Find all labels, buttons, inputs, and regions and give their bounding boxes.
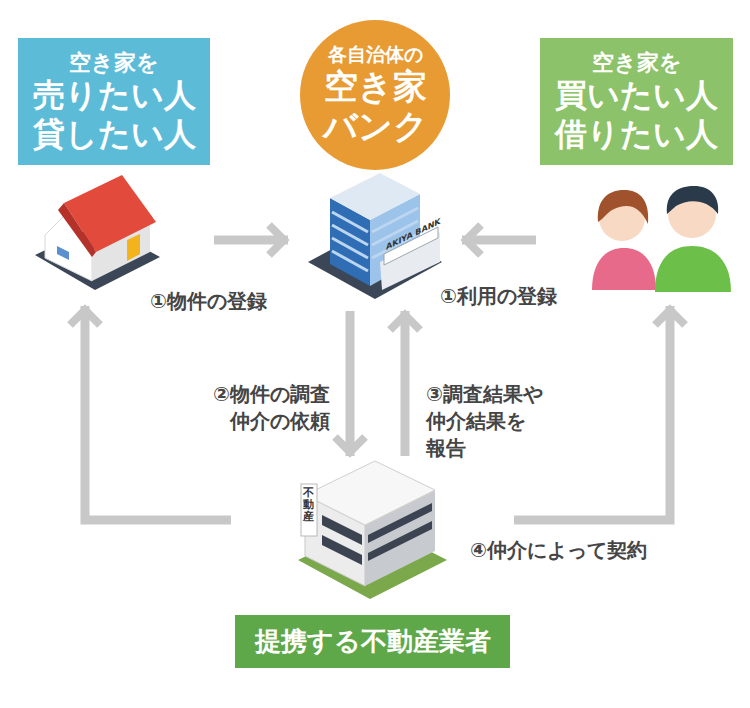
- edge-label: ④仲介によって契約: [470, 537, 710, 564]
- node-heading: 空き家を: [592, 50, 682, 76]
- real-estate-group: 提携する不動産業者: [235, 462, 510, 668]
- connector: [70, 306, 231, 520]
- connector: [335, 311, 365, 456]
- connector-line: [346, 311, 355, 456]
- bank-building-illustration: [308, 173, 442, 299]
- circle-fill: [300, 20, 450, 170]
- people-illustration: [592, 186, 731, 292]
- connector: [514, 306, 685, 520]
- node-text: 空き家 バンク: [320, 66, 430, 148]
- edge-label: ②物件の調査 仲介の依頼: [190, 381, 330, 435]
- seller-group: 空き家を売りたい人 貸したい人: [18, 38, 210, 300]
- bank-sign-text: AKIYA BANK: [386, 216, 441, 252]
- connector-line: [514, 306, 670, 520]
- connector: [462, 225, 536, 255]
- arrow-head: [269, 225, 284, 255]
- arrow-head: [466, 225, 481, 255]
- node-text: 売りたい人 貸したい人: [24, 76, 204, 153]
- label-box: 提携する不動産業者: [235, 615, 510, 668]
- node-heading: 空き家を: [69, 50, 159, 76]
- real-estate-building-illustration: [298, 461, 447, 599]
- arrow-head: [655, 310, 685, 325]
- sign-text: 不動産: [303, 487, 314, 523]
- bank-circle: 各自治体の空き家 バンク: [300, 20, 450, 170]
- connector-line: [85, 306, 231, 520]
- arrow-head: [335, 437, 365, 452]
- node-heading: 各自治体の: [328, 43, 423, 66]
- label-box: 空き家を売りたい人 貸したい人: [18, 38, 210, 165]
- node-text: 買いたい人 借りたい人: [546, 76, 727, 153]
- arrow-head: [70, 310, 100, 325]
- arrow-head: [390, 315, 420, 330]
- node-heading: 提携する不動産業者: [255, 626, 491, 657]
- edge-label: ①物件の登録: [150, 288, 290, 315]
- edge-label: ①利用の登録: [440, 283, 580, 310]
- connector-line: [401, 311, 410, 456]
- connector: [390, 311, 420, 456]
- edge-label: ③調査結果や 仲介結果を 報告: [426, 381, 558, 462]
- buyer-group: 空き家を買いたい人 借りたい人: [540, 38, 733, 300]
- house-illustration: [35, 175, 160, 290]
- connector: [214, 225, 288, 255]
- akiya-bank-group: 各自治体の空き家 バンク: [292, 15, 458, 305]
- label-box: 空き家を買いたい人 借りたい人: [540, 38, 733, 165]
